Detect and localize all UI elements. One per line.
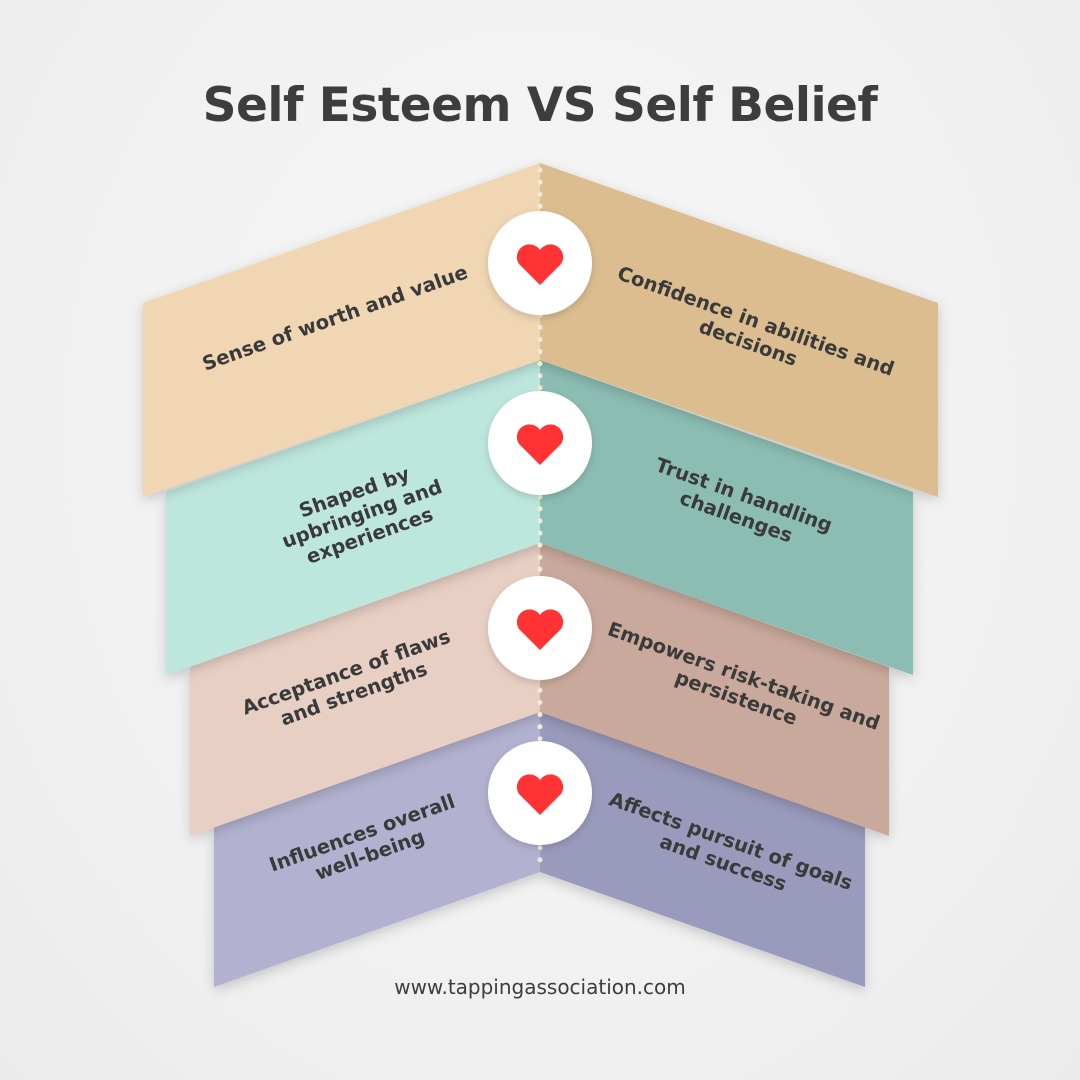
band-1-right [540, 163, 938, 497]
website-url: www.tappingassociation.com [394, 975, 686, 999]
heart-badge-1 [488, 211, 592, 315]
heart-badge-3 [488, 576, 592, 680]
heart-icon [516, 244, 564, 285]
band-1-left [143, 163, 540, 497]
heart-icon [516, 609, 564, 650]
band-4-left [214, 712, 540, 987]
heart-badge-2 [488, 391, 592, 495]
band-3-left [190, 543, 540, 836]
band-2-right [540, 360, 913, 675]
page-title: Self Esteem VS Self Belief [202, 78, 878, 133]
band-2 [166, 360, 913, 675]
band-2-left [166, 360, 540, 675]
band-1 [143, 163, 938, 497]
heart-icon [516, 774, 564, 815]
band-4 [214, 712, 865, 987]
heart-badge-4 [488, 741, 592, 845]
band-4-right [540, 712, 865, 987]
heart-icon [516, 424, 564, 465]
band-3-right [540, 543, 889, 836]
band-3 [190, 543, 889, 836]
